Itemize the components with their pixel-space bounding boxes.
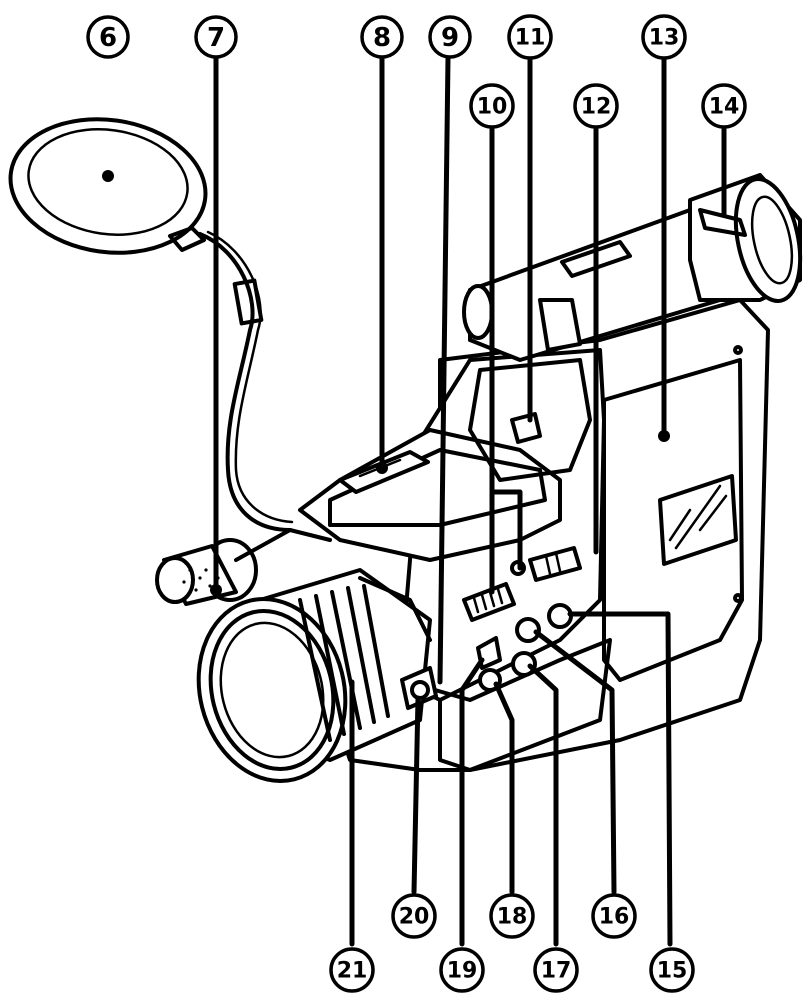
callout-13-label: 13 xyxy=(649,26,680,51)
callout-10: 10 xyxy=(469,83,515,129)
callout-15: 15 xyxy=(649,947,695,993)
callout-13-pointer xyxy=(658,430,670,442)
callout-16: 16 xyxy=(591,893,637,939)
lens-cap-strap xyxy=(198,230,294,532)
callout-19: 19 xyxy=(439,947,485,993)
callout-7-label: 7 xyxy=(207,23,225,53)
callout-18: 18 xyxy=(489,893,535,939)
callout-17: 17 xyxy=(533,947,579,993)
lens-cap xyxy=(8,117,208,255)
callout-6: 6 xyxy=(86,15,130,182)
button-16 xyxy=(515,617,541,643)
callout-8-label: 8 xyxy=(373,23,391,53)
callout-12-label: 12 xyxy=(581,95,612,120)
callout-21: 21 xyxy=(329,947,375,993)
front-controls xyxy=(400,345,743,710)
callout-19-label: 19 xyxy=(447,959,478,984)
callout-9-label: 9 xyxy=(441,23,459,53)
callout-7-pointer xyxy=(210,584,222,596)
callout-11: 11 xyxy=(507,14,553,60)
callout-9: 9 xyxy=(428,15,472,59)
lens xyxy=(196,568,432,783)
callout-8: 8 xyxy=(360,15,404,474)
callout-11-label: 11 xyxy=(515,26,546,51)
callout-15-label: 15 xyxy=(657,959,688,984)
button-15 xyxy=(547,603,573,629)
callout-7: 7 xyxy=(194,15,238,596)
callout-21-label: 21 xyxy=(337,959,368,984)
callout-20-label: 20 xyxy=(399,905,430,930)
callout-10-label: 10 xyxy=(477,95,508,120)
callout-18-label: 18 xyxy=(497,905,528,930)
callout-12: 12 xyxy=(573,83,619,129)
callout-6-label: 6 xyxy=(99,23,117,53)
callout-16-label: 16 xyxy=(599,905,630,930)
callout-6-pointer xyxy=(102,170,114,182)
callout-17-label: 17 xyxy=(541,959,572,984)
button-17 xyxy=(511,651,537,677)
callout-8-pointer xyxy=(376,462,388,474)
side-logo xyxy=(658,474,738,566)
callout-14: 14 xyxy=(701,83,747,129)
leader-lines xyxy=(213,55,727,947)
callout-13: 13 xyxy=(641,14,687,442)
callout-20: 20 xyxy=(391,893,437,939)
callout-14-label: 14 xyxy=(709,95,740,120)
